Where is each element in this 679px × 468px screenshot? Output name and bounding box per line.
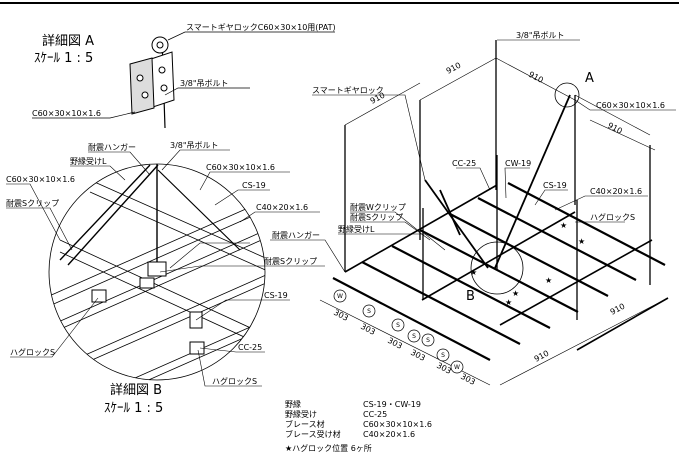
legend-row: ブレース受け材 C40×20×1.6 [285, 430, 432, 440]
legend-key: ブレース受け材 [285, 430, 341, 439]
svg-text:★: ★ [470, 268, 477, 277]
hagulock-star-icons: ★★ ★★ ★★ [470, 221, 585, 307]
marker-s-4: S [426, 337, 430, 344]
label-hagulock-bottom-b: ハグロックS [212, 376, 257, 386]
legend-value: CC-25 [363, 410, 388, 419]
marker-s-2: S [396, 322, 400, 329]
legend-value: C60×30×10×1.6 [363, 420, 432, 429]
legend-row: ブレース材 C60×30×10×1.6 [285, 420, 432, 430]
dim-spacing-2: 303 [359, 322, 377, 337]
detail-a-smart-lock-icon [129, 36, 175, 115]
svg-text:★: ★ [505, 298, 512, 307]
marker-s-3: S [412, 333, 416, 340]
label-cs19-main: CS-19 [543, 181, 567, 190]
dim-spacing-4: 303 [409, 348, 427, 363]
svg-text:★: ★ [545, 276, 552, 285]
dim-right-a: 910 [606, 121, 624, 136]
dim-right-b: 910 [609, 302, 627, 317]
marker-letters: W S S S S S W [337, 293, 460, 371]
label-hagulock-main: ハグロックS [590, 212, 635, 222]
dim-bottom: 910 [533, 349, 551, 364]
label-s-clip-b: 耐震Sクリップ [6, 198, 59, 208]
label-smart-lock-main: スマートギヤロック [312, 86, 384, 95]
dim-spacing-6: 303 [459, 372, 477, 387]
label-c40-b: C40×20×1.6 [256, 203, 308, 212]
dim-top-left: 910 [445, 61, 463, 76]
legend-value: C40×20×1.6 [363, 430, 416, 439]
label-bolt-main: 3/8"吊ボルト [516, 31, 565, 40]
detail-b-title: 詳細図 B [110, 382, 162, 398]
label-brace-left-b: C60×30×10×1.6 [6, 175, 75, 184]
dim-spacing-3: 303 [386, 336, 404, 351]
callout-a-circle [554, 82, 580, 108]
detail-b-scale: ｽｹｰﾙ 1 : 5 [104, 401, 163, 416]
detail-a-scale: ｽｹｰﾙ 1 : 5 [34, 51, 93, 66]
detail-a-title: 詳細図 A [42, 33, 94, 49]
main-isometric: ★★ ★★ ★★ [270, 39, 676, 386]
legend-row: 野縁 CS-19・CW-19 [285, 400, 432, 410]
marker-w-1: W [337, 293, 343, 300]
label-cc25-b: CC-25 [238, 343, 262, 352]
marker-w-2: W [454, 364, 460, 371]
detail-a: 詳細図 A ｽｹｰﾙ 1 : 5 スマートギヤロックC60×30×10用(PAT… [32, 23, 336, 129]
main-runners [344, 184, 669, 351]
cross-channels [332, 182, 666, 361]
label-cs19-right-b: CS-19 [264, 291, 288, 300]
leader [167, 31, 335, 41]
detail-b: 耐震ハンガー 野縁受けL 3/8"吊ボルト C60×30×10×1.6 C60×… [6, 141, 325, 416]
callout-a-label: A [585, 71, 594, 86]
label-smart-lock-a: スマートギヤロックC60×30×10用(PAT) [186, 23, 336, 32]
marker-s-5: S [441, 352, 445, 359]
label-nobuchi-uke-main: 野縁受けL [338, 224, 375, 234]
callout-b-label: B [466, 289, 475, 304]
leader [32, 111, 136, 119]
svg-text:★: ★ [512, 289, 519, 298]
label-s-clip-main: 耐震Sクリップ [350, 212, 403, 222]
braces [424, 94, 571, 269]
label-brace-top-b: C60×30×10×1.6 [206, 163, 275, 172]
label-nobuchi-uke-b: 野縁受けL [70, 156, 107, 166]
svg-text:★: ★ [578, 237, 585, 246]
label-cw19-main: CW-19 [505, 159, 531, 168]
label-cc25-main: CC-25 [452, 159, 476, 168]
label-bolt-a: 3/8"吊ボルト [180, 79, 229, 88]
legend-note: ★ハグロック位置 6ヶ所 [285, 444, 372, 453]
label-w-clip-main: 耐震Wクリップ [350, 202, 406, 212]
material-legend: 野縁 CS-19・CW-19 野縁受け CC-25 ブレース材 C60×30×1… [285, 400, 432, 454]
leaders-main [270, 39, 676, 273]
label-brace-a: C60×30×10×1.6 [32, 109, 101, 118]
label-brace-main: C60×30×10×1.6 [596, 101, 665, 110]
label-seismic-hanger-main: 耐震ハンガー [272, 230, 320, 240]
legend-row: 野縁受け CC-25 [285, 410, 432, 420]
label-cs19-b: CS-19 [242, 181, 266, 190]
leader [164, 87, 250, 96]
clip-markers [333, 289, 464, 374]
legend-key: 野縁受け [285, 410, 317, 419]
label-c40-main: C40×20×1.6 [590, 187, 642, 196]
svg-text:★: ★ [560, 221, 567, 230]
dimension-texts: 910 910 910 910 910 910 303 303 303 303 … [332, 61, 626, 387]
legend-key: ブレース材 [285, 420, 325, 429]
callout-b-circle [470, 241, 524, 295]
label-seismic-hanger-b: 耐震ハンガー [88, 142, 136, 152]
dim-spacing-5: 303 [435, 361, 453, 376]
legend-value: CS-19・CW-19 [363, 400, 421, 409]
label-hagulock-left-b: ハグロックS [10, 347, 55, 357]
legend-key: 野縁 [285, 400, 301, 409]
label-s-clip-right-b: 耐震Sクリップ [264, 256, 317, 266]
label-bolt-b: 3/8"吊ボルト [170, 141, 219, 150]
marker-s-1: S [367, 308, 371, 315]
dim-spacing-1: 303 [332, 308, 350, 323]
